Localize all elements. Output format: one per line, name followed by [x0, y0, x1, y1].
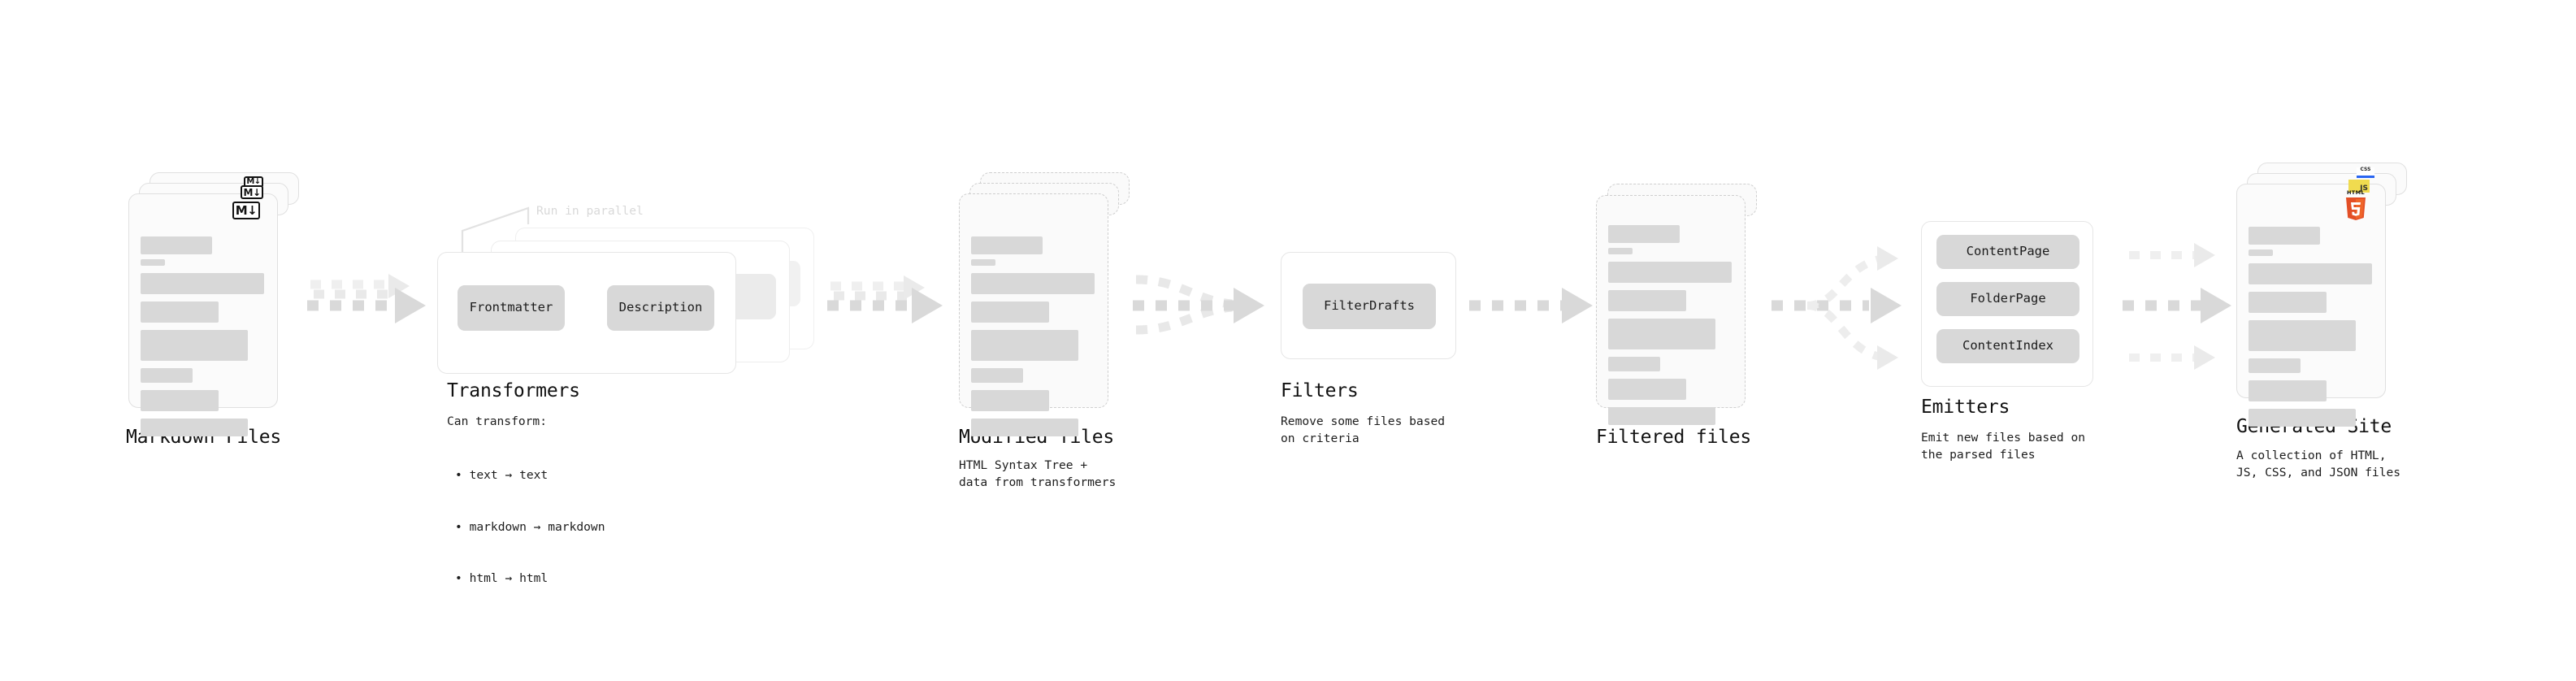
css3-icon: CSS [2357, 167, 2374, 178]
skeleton-body-bar [141, 390, 219, 411]
modified-file-stack [959, 172, 1130, 436]
file-card-front [128, 193, 278, 436]
skeleton-body-bar [141, 301, 219, 323]
markdown-file-stack: M↓ M↓ M↓ [128, 172, 299, 436]
card-skeleton-bars [141, 236, 266, 436]
skeleton-caption-bar [2249, 249, 2273, 256]
css3-icon-label: CSS [2360, 167, 2371, 172]
stage-generated-site: CSS JS HTML [2236, 163, 2407, 427]
skeleton-body-bar [1608, 262, 1732, 283]
bullet-item: • text → text [455, 468, 549, 483]
connector-modified-to-filters [1133, 275, 1264, 335]
connector-transformers-to-modified [827, 275, 943, 323]
stage-title-filtered-files: Filtered files [1596, 427, 1752, 448]
skeleton-body-bar [971, 301, 1049, 323]
emitter-chip-contentpage[interactable]: ContentPage [1936, 235, 2079, 269]
markdown-icon-back-1: M↓ [241, 185, 263, 199]
generated-site-stack: CSS JS HTML [2236, 163, 2407, 427]
transformer-layer-front: Frontmatter Description [437, 252, 736, 374]
emitter-chip-folderpage[interactable]: FolderPage [1936, 282, 2079, 316]
html5-icon-shield [2344, 197, 2367, 221]
skeleton-body-bar [2249, 380, 2327, 401]
emitters-box: ContentPage FolderPage ContentIndex [1921, 221, 2093, 387]
file-card-front [1596, 195, 1746, 425]
skeleton-body-bar [2249, 409, 2356, 427]
skeleton-body-bar [971, 273, 1095, 294]
css3-icon-bar [2357, 176, 2374, 178]
skeleton-caption-bar [141, 259, 165, 266]
skeleton-body-bar [1608, 290, 1686, 311]
card-skeleton-bars [971, 236, 1096, 436]
skeleton-heading-bar [971, 236, 1043, 254]
html5-icon: HTML [2344, 189, 2368, 221]
file-card-front [2236, 184, 2386, 427]
filter-chip-filterdrafts[interactable]: FilterDrafts [1303, 284, 1436, 329]
stage-markdown-files: M↓ M↓ M↓ [128, 172, 299, 436]
html5-icon-label: HTML [2346, 189, 2366, 196]
connector-emitters-to-generated [2123, 243, 2231, 370]
file-card-front [959, 193, 1108, 436]
connector-markdown-to-transformers [307, 274, 426, 323]
stage-description-modified-files: HTML Syntax Tree + data from transformer… [959, 458, 1117, 490]
skeleton-body-bar [1608, 319, 1715, 349]
skeleton-caption-bar [1608, 248, 1633, 254]
skeleton-body-bar [141, 273, 264, 294]
stage-modified-files [959, 172, 1130, 436]
connector-filters-to-filtered [1469, 288, 1593, 323]
bullet-item: • html → html [455, 571, 549, 586]
skeleton-body-bar [1608, 379, 1686, 400]
connector-filtered-to-emitters [1772, 246, 1902, 370]
skeleton-heading-bar [2249, 227, 2320, 245]
filters-box: FilterDrafts [1281, 252, 1456, 359]
skeleton-body-bar [141, 368, 193, 383]
bullet-item: • markdown → markdown [455, 519, 605, 534]
js-icon: JS [2348, 180, 2370, 193]
js-icon-label: JS [2360, 184, 2368, 193]
skeleton-body-bar [141, 330, 248, 361]
filtered-file-stack [1596, 184, 1767, 425]
card-skeleton-bars [1608, 225, 1733, 425]
stage-filters: FilterDrafts [1281, 252, 1456, 359]
skeleton-body-bar [971, 368, 1023, 383]
skeleton-body-bar [971, 390, 1049, 411]
skeleton-body-bar [2249, 358, 2301, 373]
skeleton-heading-bar [141, 236, 212, 254]
run-in-parallel-label: Run in parallel [536, 204, 644, 218]
skeleton-body-bar [971, 330, 1078, 361]
transformer-chip-description[interactable]: Description [607, 285, 714, 331]
stage-filtered-files [1596, 184, 1767, 425]
skeleton-body-bar [1608, 407, 1715, 425]
skeleton-heading-bar [1608, 225, 1680, 243]
stage-description-transformers: Can transform: [447, 414, 548, 428]
skeleton-body-bar [971, 419, 1078, 436]
stage-transformers: Run in parallel . . . . Frontmatter Desc… [437, 185, 827, 374]
skeleton-body-bar [2249, 263, 2372, 284]
stage-description-filters: Remove some files based on criteria [1281, 414, 1446, 446]
run-in-parallel-bracket [461, 206, 530, 258]
card-skeleton-bars [2249, 227, 2374, 427]
skeleton-body-bar [141, 419, 248, 436]
markdown-icon: M↓ [232, 202, 260, 219]
skeleton-body-bar [2249, 320, 2356, 351]
transformer-chip-frontmatter[interactable]: Frontmatter [458, 285, 565, 331]
skeleton-caption-bar [971, 259, 995, 266]
emitter-chip-contentindex[interactable]: ContentIndex [1936, 329, 2079, 363]
skeleton-body-bar [1608, 357, 1660, 371]
stage-description-generated-site: A collection of HTML, JS, CSS, and JSON … [2236, 449, 2401, 480]
stage-emitters: ContentPage FolderPage ContentIndex [1921, 221, 2093, 387]
transformers-bullet-list: • text → text • markdown → markdown • ht… [455, 432, 605, 622]
skeleton-body-bar [2249, 292, 2327, 313]
stage-title-filters: Filters [1281, 380, 1359, 401]
stage-description-emitters: Emit new files based on the parsed files [1921, 431, 2086, 462]
stage-title-emitters: Emitters [1921, 397, 2010, 418]
stage-title-transformers: Transformers [447, 380, 580, 401]
